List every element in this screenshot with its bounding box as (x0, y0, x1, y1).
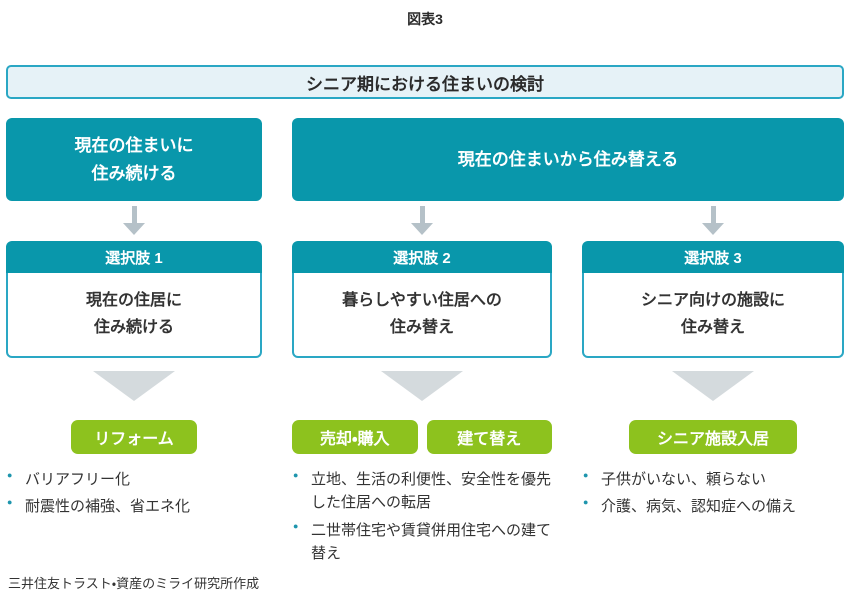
branch-stay-line2: 住み続ける (91, 163, 177, 183)
option-2-actions: 売却・購入 建て替え (292, 420, 552, 454)
down-arrow-icon (411, 206, 433, 241)
option-2-line2: 住み替え (389, 318, 454, 336)
option-1-line2: 住み続ける (93, 318, 174, 336)
source-note: 三井住友トラスト・資産のミライ研究所作成 (8, 576, 260, 591)
reform-badge: リフォーム (71, 420, 197, 454)
option-1-body: 現在の住居に 住み続ける (6, 273, 262, 358)
option-3-body: シニア向けの施設に 住み替え (582, 273, 844, 358)
down-triangle-icon (672, 371, 754, 401)
bullets-row: バリアフリー化 耐震性の補強、省エネ化 立地、生活の利便性、安全性を優先した住居… (6, 468, 844, 569)
arrow-head (123, 223, 145, 235)
arrow-row (6, 201, 844, 241)
arrow-stem (710, 206, 716, 223)
bullet-item: バリアフリー化 (6, 468, 262, 491)
option-3-line1: シニア向けの施設に (640, 292, 785, 310)
option-1-line1: 現在の住居に (85, 292, 182, 310)
arrow-head (411, 223, 433, 235)
option-card-2: 選択肢 2 暮らしやすい住居への 住み替え (292, 241, 552, 358)
option-2-line1: 暮らしやすい住居への (342, 292, 502, 310)
bullet-item: 介護、病気、認知症への備え (582, 495, 844, 518)
option-3-actions: シニア施設入居 (582, 420, 844, 454)
arrow-stem (419, 206, 425, 223)
option-3-header: 選択肢 3 (582, 241, 844, 273)
down-triangle-icon (381, 371, 463, 401)
main-topic-label: シニア期における住まいの検討 (306, 74, 544, 94)
arrow-stem (131, 206, 137, 223)
branch-move-label: 現在の住まいから住み替える (457, 149, 679, 169)
option-2-header: 選択肢 2 (292, 241, 552, 273)
options-row: 選択肢 1 現在の住居に 住み続ける 選択肢 2 暮らしやすい住居への 住み替え… (6, 241, 844, 358)
down-arrow-icon (123, 206, 145, 241)
arrow-head (702, 223, 724, 235)
triangle-row (6, 371, 844, 401)
branch-stay-box: 現在の住まいに 住み続ける (6, 118, 262, 201)
sell-purchase-badge: 売却・購入 (292, 420, 418, 454)
option-1-header: 選択肢 1 (6, 241, 262, 273)
option-2-bullet-list: 立地、生活の利便性、安全性を優先した住居への転居 二世帯住宅や賃貸併用住宅への建… (292, 468, 552, 569)
option-3-bullet-list: 子供がいない、頼らない 介護、病気、認知症への備え (582, 468, 844, 569)
bullet-item: 二世帯住宅や賃貸併用住宅への建て替え (292, 519, 552, 566)
option-1-actions: リフォーム (6, 420, 262, 454)
option-3-line2: 住み替え (680, 318, 745, 336)
figure-title: 図表3 (407, 11, 443, 27)
bullet-item: 耐震性の補強、省エネ化 (6, 495, 262, 518)
rebuild-badge: 建て替え (426, 420, 552, 454)
bullet-item: 子供がいない、頼らない (582, 468, 844, 491)
branch-row: 現在の住まいに 住み続ける 現在の住まいから住み替える (6, 118, 844, 201)
down-triangle-icon (93, 371, 175, 401)
option-1-bullet-list: バリアフリー化 耐震性の補強、省エネ化 (6, 468, 262, 569)
actions-row: リフォーム 売却・購入 建て替え シニア施設入居 (6, 420, 844, 454)
bullet-item: 立地、生活の利便性、安全性を優先した住居への転居 (292, 468, 552, 515)
down-arrow-icon (702, 206, 724, 241)
branch-stay-line1: 現在の住まいに (74, 136, 194, 156)
main-topic-box: シニア期における住まいの検討 (6, 65, 844, 99)
option-card-1: 選択肢 1 現在の住居に 住み続ける (6, 241, 262, 358)
option-card-3: 選択肢 3 シニア向けの施設に 住み替え (582, 241, 844, 358)
branch-move-box: 現在の住まいから住み替える (292, 118, 844, 201)
option-2-body: 暮らしやすい住居への 住み替え (292, 273, 552, 358)
senior-facility-badge: シニア施設入居 (629, 420, 797, 454)
